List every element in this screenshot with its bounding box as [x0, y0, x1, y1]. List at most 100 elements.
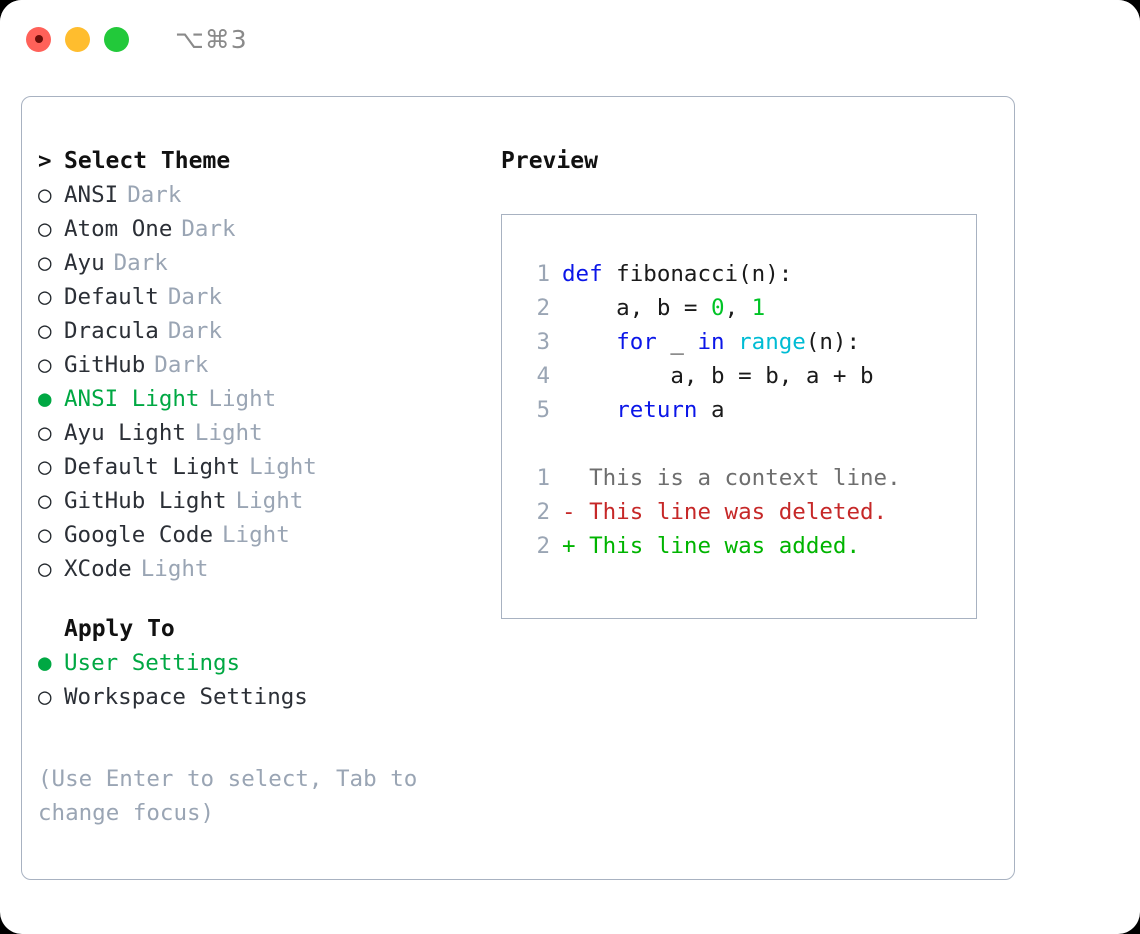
diff-deleted-line: 2- This line was deleted. — [520, 495, 976, 529]
radio-unselected-icon[interactable]: ○ — [38, 522, 52, 548]
code-number: 0 — [711, 295, 725, 321]
apply-to-heading-label: Apply To — [64, 616, 175, 642]
preview-heading: Preview — [501, 148, 598, 174]
code-number: 1 — [751, 295, 766, 321]
radio-unselected-icon[interactable]: ○ — [38, 250, 52, 276]
theme-list-item[interactable]: ○ Google Code Light — [38, 518, 488, 552]
apply-to-indent-spacer — [38, 612, 64, 646]
diff-line-number: 2 — [536, 499, 550, 525]
theme-variant-tag: Light — [249, 454, 317, 480]
radio-unselected-icon[interactable]: ○ — [38, 556, 52, 582]
diff-line-text: This line was added. — [575, 533, 861, 559]
radio-unselected-icon[interactable]: ○ — [38, 488, 52, 514]
code-line: 5 return a — [520, 393, 976, 427]
radio-selected-icon[interactable]: ● — [38, 386, 52, 412]
diff-added-line: 2 + This line was added. — [520, 529, 976, 563]
theme-name-label: Ayu — [64, 250, 105, 276]
diff-line-text: This is a context line. — [575, 465, 901, 491]
diff-line-number: 1 — [536, 465, 550, 491]
radio-unselected-icon[interactable]: ○ — [38, 284, 52, 310]
theme-variant-tag: Dark — [154, 352, 209, 378]
theme-list-item[interactable]: ○ GitHub Light Light — [38, 484, 488, 518]
apply-to-option-label: Workspace Settings — [64, 684, 308, 710]
theme-list-item[interactable]: ○ Dracula Dark — [38, 314, 488, 348]
theme-list-item[interactable]: ○ Default Dark — [38, 280, 488, 314]
theme-name-label: GitHub Light — [64, 488, 227, 514]
code-text: a — [697, 397, 725, 423]
theme-name-label: XCode — [64, 556, 132, 582]
code-function: range — [738, 329, 806, 355]
theme-list-item[interactable]: ○ GitHub Dark — [38, 348, 488, 382]
close-window-button[interactable] — [26, 26, 51, 52]
diff-line-number: 2 — [536, 533, 550, 559]
apply-to-heading: Apply To — [38, 612, 488, 646]
theme-variant-tag: Dark — [167, 318, 223, 344]
theme-name-label: ANSI Light — [64, 386, 200, 412]
theme-variant-tag: Dark — [167, 284, 223, 310]
minimize-window-button[interactable] — [65, 26, 90, 52]
radio-unselected-icon[interactable]: ○ — [38, 352, 52, 378]
code-text: , — [724, 295, 752, 321]
diff-context-line: 1 This is a context line. — [520, 461, 976, 495]
code-text — [562, 393, 616, 427]
code-text — [725, 325, 739, 359]
theme-list-item[interactable]: ● ANSI Light Light — [38, 382, 488, 416]
radio-unselected-icon[interactable]: ○ — [38, 454, 52, 480]
theme-name-label: GitHub — [64, 352, 146, 378]
theme-name-label: Dracula — [64, 318, 159, 344]
apply-to-option[interactable]: ● User Settings — [38, 646, 488, 680]
code-text: a, b = — [562, 295, 712, 321]
radio-unselected-icon[interactable]: ○ — [38, 182, 52, 208]
theme-name-label: Atom One — [64, 216, 173, 242]
theme-variant-tag: Dark — [127, 182, 182, 208]
apply-to-option-label: User Settings — [64, 650, 241, 676]
code-line-number: 2 — [536, 295, 550, 321]
theme-variant-tag: Light — [235, 488, 304, 514]
code-line-number: 1 — [536, 261, 550, 287]
theme-variant-tag: Light — [222, 522, 290, 548]
code-line-number: 3 — [536, 329, 550, 355]
theme-name-label: Ayu Light — [64, 420, 186, 446]
code-line-number: 5 — [536, 397, 550, 423]
diff-sign — [562, 461, 576, 495]
code-text: a, b = b, a + b — [562, 363, 874, 389]
apply-to-option[interactable]: ○ Workspace Settings — [38, 680, 488, 714]
theme-list-item[interactable]: ○ XCode Light — [38, 552, 488, 586]
code-text: _ — [656, 329, 698, 355]
theme-name-label: Google Code — [64, 522, 214, 548]
window-titlebar: ⌥⌘3 — [0, 0, 1140, 78]
maximize-window-button[interactable] — [104, 26, 129, 52]
theme-variant-tag: Light — [208, 386, 277, 412]
diff-sign: + — [562, 533, 576, 559]
code-text: (n): — [805, 329, 861, 355]
code-line: 3 for _ in range(n): — [520, 325, 976, 359]
radio-unselected-icon[interactable]: ○ — [38, 684, 52, 710]
radio-unselected-icon[interactable]: ○ — [38, 216, 52, 242]
apply-to-list: ● User Settings ○ Workspace Settings — [38, 646, 488, 714]
radio-unselected-icon[interactable]: ○ — [38, 318, 52, 344]
theme-variant-tag: Dark — [113, 250, 168, 276]
preview-divider-spacer — [520, 427, 976, 461]
code-keyword: in — [697, 329, 725, 355]
theme-name-label: Default — [64, 284, 159, 310]
theme-name-label: ANSI — [64, 182, 119, 208]
code-line-number: 4 — [536, 363, 550, 389]
theme-list-item[interactable]: ○ Ayu Dark — [38, 246, 488, 280]
radio-selected-icon[interactable]: ● — [38, 650, 52, 676]
radio-unselected-icon[interactable]: ○ — [38, 420, 52, 446]
select-theme-heading-label: Select Theme — [64, 148, 231, 174]
theme-variant-tag: Light — [140, 556, 209, 582]
theme-list-item[interactable]: ○ ANSI Dark — [38, 178, 488, 212]
diff-sample: 1 This is a context line.2- This line wa… — [520, 461, 976, 563]
prompt-caret-icon: > — [38, 148, 52, 174]
code-text — [562, 325, 616, 359]
